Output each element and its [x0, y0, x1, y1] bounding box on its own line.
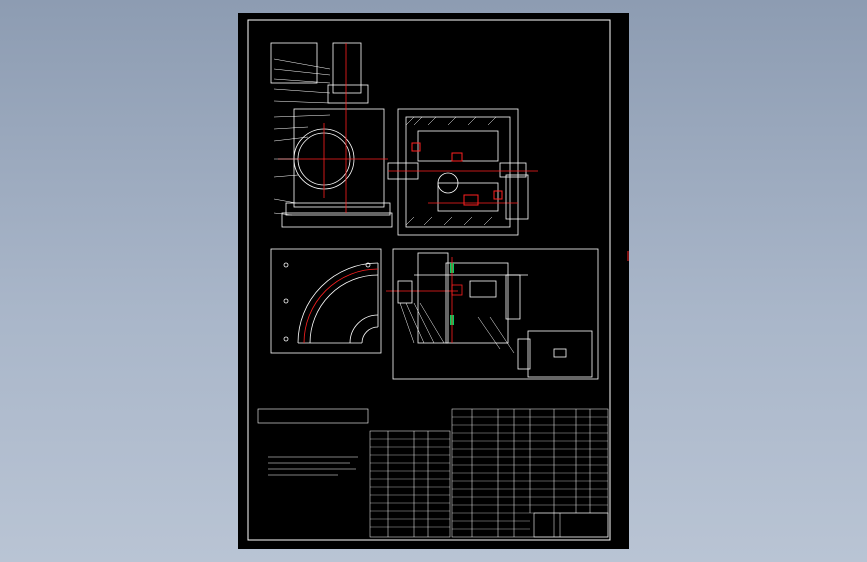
title-block [533, 512, 609, 538]
cad-drawing [247, 19, 629, 541]
gearbox-red-marks [411, 142, 503, 206]
front-view [270, 42, 393, 228]
drive-red-marks [451, 257, 463, 343]
gearbox-section [387, 108, 538, 236]
plan-view [270, 248, 382, 354]
plan-view-centerline [303, 268, 379, 344]
drive-view [392, 248, 599, 380]
drawing-frame [247, 19, 611, 541]
front-view-leaders [273, 58, 331, 216]
parts-list-rows [370, 416, 608, 530]
drawing-sheet [238, 13, 629, 549]
drive-leaders [399, 302, 515, 354]
technical-notes [257, 408, 369, 476]
gearbox-hatching [405, 116, 497, 226]
